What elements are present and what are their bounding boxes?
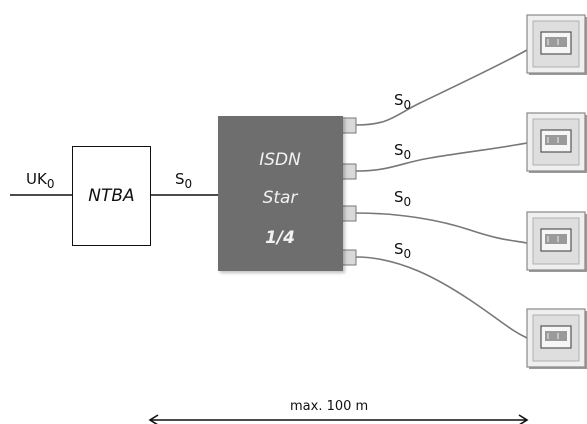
cable-3 <box>355 212 528 244</box>
port-label-3-main: S <box>394 188 404 206</box>
wall-socket-icon <box>540 129 572 153</box>
uk0-label-sub: 0 <box>46 177 55 191</box>
distance-label: max. 100 m <box>290 399 369 414</box>
cable-4 <box>355 256 528 339</box>
port-label-4: S0 <box>394 240 412 261</box>
distance-arrow <box>148 414 529 424</box>
cable-2 <box>355 142 528 172</box>
port-label-1: S0 <box>394 91 412 112</box>
s0-label-main: S <box>175 170 185 188</box>
port-label-3: S0 <box>394 188 412 209</box>
star-line-2: Star <box>262 188 298 208</box>
wall-socket-icon <box>540 325 572 349</box>
port-label-4-sub: 0 <box>403 247 412 261</box>
uk0-label: UK0 <box>26 170 55 191</box>
port-label-2-sub: 0 <box>403 148 412 162</box>
ntba-label: NTBA <box>88 186 135 206</box>
arrow-left-icon <box>148 414 159 424</box>
port-label-3-sub: 0 <box>403 195 412 209</box>
uk0-label-main: UK <box>26 170 47 188</box>
port-label-4-main: S <box>394 240 404 258</box>
port-label-1-main: S <box>394 91 404 109</box>
wall-socket-icon <box>540 228 572 252</box>
socket-1 <box>526 14 587 75</box>
socket-3 <box>526 211 587 272</box>
star-line-3: 1/4 <box>265 228 295 248</box>
isdn-star-box: ISDN Star 1/4 <box>218 116 343 271</box>
socket-2 <box>526 112 587 173</box>
cables <box>355 49 528 339</box>
socket-4 <box>526 308 587 369</box>
s0-label-main-line: S0 <box>175 170 193 191</box>
ntba-box: NTBA <box>72 146 151 246</box>
arrow-right-icon <box>518 414 529 424</box>
cable-1 <box>355 49 528 126</box>
port-label-2-main: S <box>394 141 404 159</box>
port-label-1-sub: 0 <box>403 98 412 112</box>
star-line-1: ISDN <box>259 150 301 170</box>
wall-socket-icon <box>540 31 572 55</box>
s0-label-sub: 0 <box>184 177 193 191</box>
port-label-2: S0 <box>394 141 412 162</box>
